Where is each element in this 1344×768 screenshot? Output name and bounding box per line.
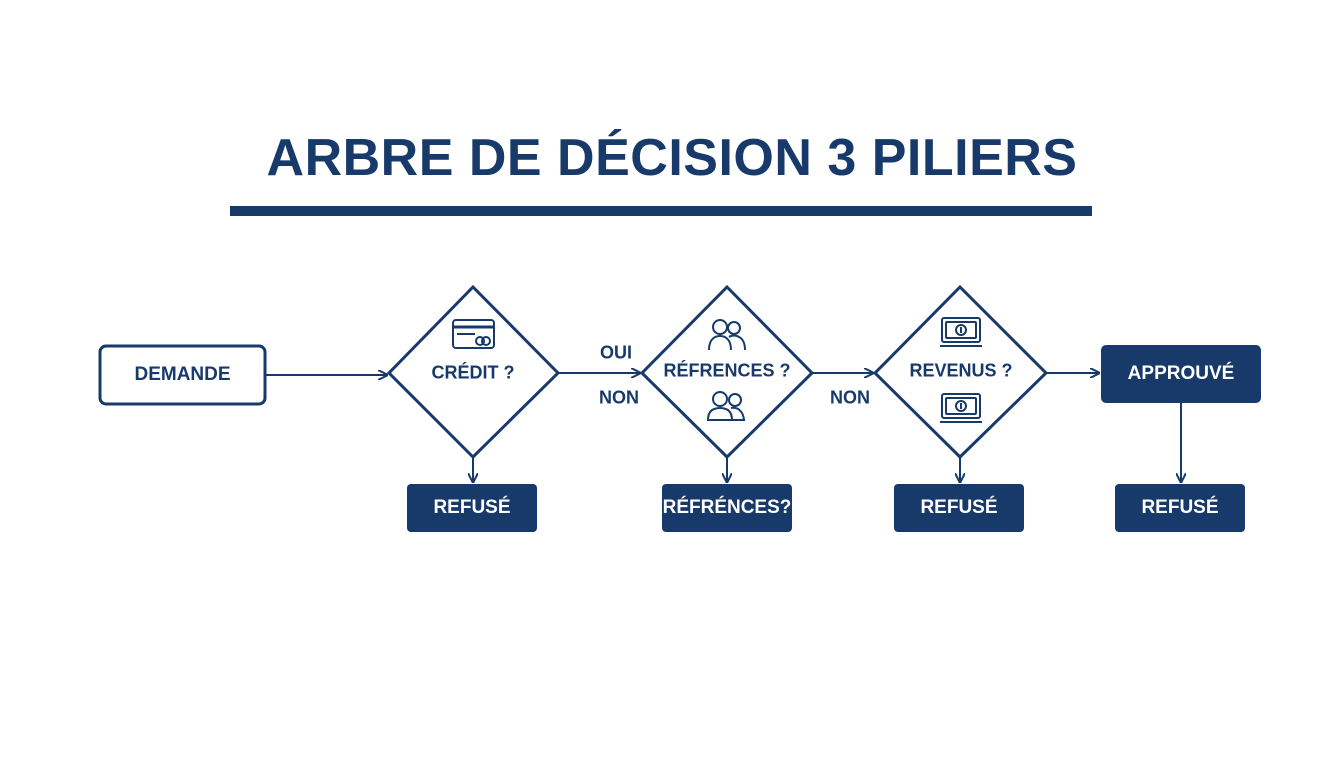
refused-revenus-label: REFUSÉ [920,497,998,518]
start-box [98,344,267,406]
title-underline [230,206,1092,216]
users-icon [706,391,746,421]
revenus-question: REVENUS ? [909,360,1013,381]
refused-credit-label: REFUSÉ [433,497,511,518]
money-icon [940,393,982,423]
users-icon [708,319,746,351]
edge-label-oui: OUI [599,342,633,363]
references-question: RÉFRENCES ? [663,360,791,381]
credit-card-icon [452,319,495,349]
approved-box [1101,345,1261,403]
credit-question: CRÉDIT ? [431,362,515,383]
start-label: DEMANDE [134,364,231,385]
diagram-title: ARBRE DE DÉCISION 3 PILIERS [266,129,1078,187]
refused-references-box [662,484,792,532]
edge-label-non-references: NON [830,387,870,408]
refused-references-label: RÉFRÉNCES? [662,497,792,518]
refused-approved-label: REFUSÉ [1141,497,1219,518]
edge-label-non-credit: NON [599,387,639,408]
approved-label: APPROUVÉ [1127,363,1235,384]
refused-credit-box [407,484,537,532]
refused-revenus-box [894,484,1024,532]
money-icon [940,317,982,347]
refused-approved-box [1115,484,1245,532]
